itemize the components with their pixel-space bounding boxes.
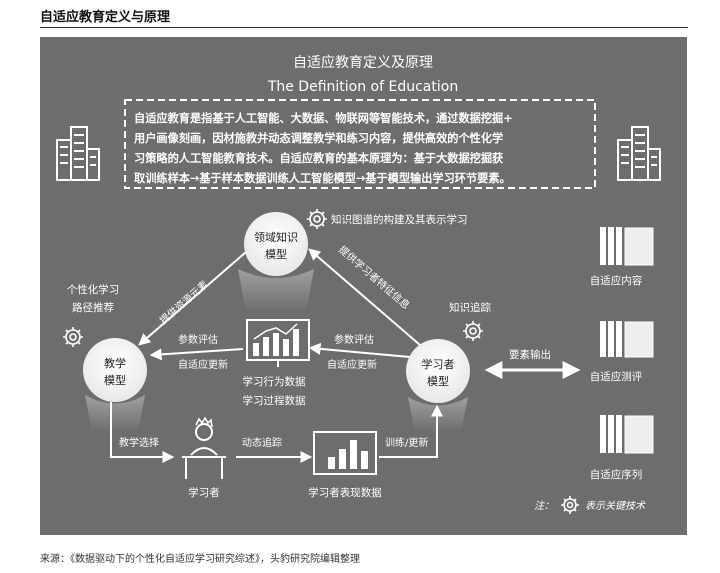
source-note: 来源：《数据驱动下的个性化自适应学习研究综述》，头豹研究院编辑整理	[40, 554, 360, 565]
definition-line-4: 取训练样本→基于样本数据训练人工智能模型→基于模型输出学习环节要素。	[134, 171, 511, 185]
output-content-label: 自适应内容	[590, 274, 643, 287]
output-assessment-label: 自适应测评	[590, 370, 643, 383]
teaching-choice-label: 教学选择	[119, 436, 159, 449]
definition-line-1: 自适应教育是指基于人工智能、大数据、物联网等智能技术，通过数据挖掘+	[134, 111, 513, 125]
learner-model-node	[406, 339, 470, 403]
adaptive-update-left-label: 自适应更新	[178, 358, 228, 371]
definition-box	[124, 99, 596, 189]
book-stack-icon-content	[600, 227, 654, 266]
knowledge-graph-label: 知识图谱的构建及其表示学习	[331, 213, 468, 226]
gear-icon-knowledge-graph	[307, 209, 327, 229]
teaching-model-node	[83, 338, 147, 402]
arrow-learner-to-domain	[308, 248, 421, 346]
performance-monitor-icon	[313, 431, 377, 475]
definition-line-3: 习策略的人工智能教育技术。自适应教育的基本原理为：基于大数据挖掘获	[134, 151, 504, 165]
building-left-icon	[56, 126, 100, 181]
diagram-canvas: 自适应教育定义及原理 The Definition of Education 自…	[56, 54, 661, 514]
teaching-node-label-2: 模型	[104, 373, 126, 387]
personalized-path-label-1: 个性化学习	[67, 283, 120, 296]
learner-node-label-2: 模型	[427, 374, 449, 388]
teaching-node-shadow	[85, 395, 145, 432]
provide-resources-label: 提供资源元素	[157, 278, 211, 327]
gear-icon-knowledge-tracking	[463, 321, 483, 341]
domain-node-shadow	[238, 269, 314, 312]
knowledge-tracking-label: 知识追踪	[449, 301, 491, 314]
domain-knowledge-node	[244, 212, 308, 276]
diagram-panel: 自适应教育定义及原理 The Definition of Education 自…	[40, 37, 687, 535]
dynamic-tracking-label: 动态追踪	[242, 436, 282, 449]
gear-icon-note	[561, 496, 579, 514]
param-eval-left-label: 参数评估	[178, 333, 218, 346]
note-suffix: 表示关键技术	[585, 500, 646, 512]
domain-node-label-1: 领域知识	[254, 230, 298, 244]
output-sequence-label: 自适应序列	[590, 468, 643, 481]
train-update-label: 训练/更新	[385, 436, 428, 449]
performance-data-label: 学习者表现数据	[308, 486, 382, 499]
note-prefix: 注：	[534, 500, 554, 512]
book-stack-icon-assessment	[600, 321, 654, 358]
bar-chart-board-icon	[246, 319, 310, 367]
param-eval-right-label: 参数评估	[334, 333, 374, 346]
gear-icon-personalized-path	[63, 327, 83, 347]
learner-label: 学习者	[188, 486, 220, 499]
behavior-data-label-1: 学习行为数据	[243, 375, 306, 388]
arrow-learner-to-chart	[308, 342, 411, 358]
building-right-icon	[617, 126, 661, 181]
domain-node-label-2: 模型	[265, 247, 287, 261]
arrow-chart-to-teaching	[149, 348, 244, 361]
element-output-label: 要素输出	[509, 348, 551, 361]
arrow-domain-to-teaching	[138, 251, 247, 346]
personalized-path-label-2: 路径推荐	[72, 301, 114, 314]
diagram-title-cn: 自适应教育定义及原理	[293, 54, 433, 71]
behavior-data-label-2: 学习过程数据	[243, 394, 306, 407]
adaptive-update-right-label: 自适应更新	[327, 358, 377, 371]
learner-person-icon	[182, 416, 226, 479]
teaching-node-label-1: 教学	[104, 356, 126, 370]
provide-features-label: 提供学习者特征信息	[336, 243, 412, 312]
title-divider	[40, 27, 688, 28]
learner-node-shadow	[408, 397, 468, 432]
book-stack-icon-sequence	[600, 415, 654, 454]
diagram-title-en: The Definition of Education	[267, 79, 458, 95]
definition-line-2: 用户画像刻画，因材施教并动态调整教学和练习内容，提供高效的个性化学	[133, 131, 503, 145]
page-title: 自适应教育定义与原理	[40, 10, 171, 25]
learner-node-label-1: 学习者	[422, 357, 455, 371]
